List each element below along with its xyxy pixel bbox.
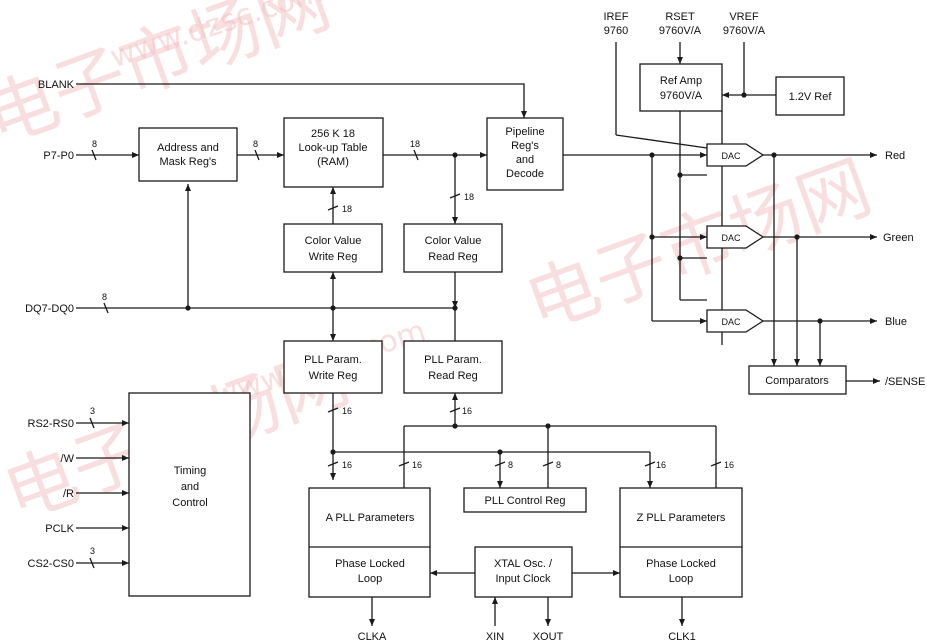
pipeline-label-4: Decode <box>506 168 544 180</box>
label-vref-2: 9760V/A <box>723 25 766 37</box>
bw-pll-read: 16 <box>462 406 472 416</box>
bw-cv-write: 18 <box>342 204 352 214</box>
lut-label-2: Look-up Table <box>299 142 368 154</box>
dac-red-label: DAC <box>721 151 741 161</box>
wires <box>76 42 880 626</box>
pipeline-label-3: and <box>516 154 534 166</box>
cv-read-label-2: Read Reg <box>428 251 478 263</box>
xtal-block: XTAL Osc. / Input Clock <box>474 546 573 598</box>
label-dq: DQ7-DQ0 <box>25 303 74 315</box>
pll-read-label-1: PLL Param. <box>424 354 482 366</box>
pipeline-block: Pipeline Reg's and Decode <box>486 117 564 191</box>
label-rset-2: 9760V/A <box>659 25 702 37</box>
timing-label-2: and <box>181 481 199 493</box>
dac-green-label: DAC <box>721 233 741 243</box>
label-vref-1: VREF <box>729 11 759 23</box>
label-iref-2: 9760 <box>604 25 628 37</box>
lookup-table-block: 256 K 18 Look-up Table (RAM) <box>283 117 384 188</box>
pll-read-label-2: Read Reg <box>428 370 478 382</box>
lut-label-1: 256 K 18 <box>311 128 355 140</box>
xtal-label-1: XTAL Osc. / <box>494 558 553 570</box>
bw-cs-bus: 3 <box>90 546 95 556</box>
label-clk1: CLK1 <box>668 631 696 643</box>
lut-label-3: (RAM) <box>317 156 349 168</box>
bw-addr-out: 8 <box>253 139 258 149</box>
bw-a-params2: 16 <box>412 460 422 470</box>
z-pll-block: Z PLL Parameters Phase Locked Loop <box>619 487 743 598</box>
a-pll-loop-label-1: Phase Locked <box>335 558 405 570</box>
a-pll-block: A PLL Parameters Phase Locked Loop <box>308 487 431 598</box>
ref-amp-label-2: 9760V/A <box>660 90 703 102</box>
color-value-read-block: Color Value Read Reg <box>403 223 503 273</box>
dac-blue-label: DAC <box>721 317 741 327</box>
label-pclk: PCLK <box>45 523 74 535</box>
address-mask-label-2: Mask Reg's <box>159 156 217 168</box>
pll-write-label-1: PLL Param. <box>304 354 362 366</box>
ref-amp-label-1: Ref Amp <box>660 75 702 87</box>
bw-ctrl-b: 8 <box>556 460 561 470</box>
bw-a-params: 16 <box>342 460 352 470</box>
label-rset-1: RSET <box>665 11 695 23</box>
xtal-label-2: Input Clock <box>495 573 551 585</box>
bw-cv-read: 18 <box>464 192 474 202</box>
address-mask-block: Address and Mask Reg's <box>138 127 238 182</box>
a-pll-params-label: A PLL Parameters <box>326 512 415 524</box>
pipeline-label-2: Reg's <box>511 140 539 152</box>
bw-z-params2: 16 <box>724 460 734 470</box>
pll-param-read-block: PLL Param. Read Reg <box>403 340 503 394</box>
label-xout: XOUT <box>533 631 564 643</box>
bw-pll-write: 16 <box>342 406 352 416</box>
ref-12v-block: 1.2V Ref <box>775 76 845 116</box>
dac-red: DAC <box>706 143 765 167</box>
label-blue: Blue <box>885 316 907 328</box>
bw-ctrl-a: 8 <box>508 460 513 470</box>
timing-label-3: Control <box>172 497 207 509</box>
comparators-block: Comparators <box>748 365 847 395</box>
dac-blue: DAC <box>706 309 765 333</box>
label-r: /R <box>63 488 74 500</box>
bw-lut-out: 18 <box>410 139 420 149</box>
label-rs: RS2-RS0 <box>28 418 74 430</box>
label-cs: CS2-CS0 <box>28 558 74 570</box>
pipeline-label-1: Pipeline <box>505 126 544 138</box>
pll-control-label: PLL Control Reg <box>485 495 566 507</box>
bw-dq-bus: 8 <box>102 292 107 302</box>
timing-control-block: Timing and Control <box>128 392 251 597</box>
signal-labels: BLANK P7-P0 DQ7-DQ0 RS2-RS0 /W /R PCLK C… <box>25 11 925 643</box>
cv-write-label-2: Write Reg <box>309 251 358 263</box>
cv-read-label-1: Color Value <box>425 235 482 247</box>
label-green: Green <box>883 232 914 244</box>
label-sense: /SENSE <box>885 376 925 388</box>
a-pll-loop-label-2: Loop <box>358 573 382 585</box>
ref-amp-block: Ref Amp 9760V/A <box>639 63 723 112</box>
z-pll-loop-label-1: Phase Locked <box>646 558 716 570</box>
label-p-in: P7-P0 <box>43 150 74 162</box>
label-clka: CLKA <box>358 631 387 643</box>
bus-width-labels: 8 8 18 18 18 8 3 3 16 16 16 16 8 8 16 16 <box>90 139 734 556</box>
comparators-label: Comparators <box>765 375 829 387</box>
label-xin: XIN <box>486 631 504 643</box>
pll-write-label-2: Write Reg <box>309 370 358 382</box>
z-pll-loop-label-2: Loop <box>669 573 693 585</box>
label-red: Red <box>885 150 905 162</box>
pll-control-block: PLL Control Reg <box>463 487 587 513</box>
timing-label-1: Timing <box>174 465 207 477</box>
bw-p-bus: 8 <box>92 139 97 149</box>
dac-green: DAC <box>706 225 765 249</box>
label-iref-1: IREF <box>603 11 628 23</box>
label-w: /W <box>61 453 75 465</box>
label-blank: BLANK <box>38 79 75 91</box>
bw-rs-bus: 3 <box>90 406 95 416</box>
z-pll-params-label: Z PLL Parameters <box>637 512 726 524</box>
bw-z-params: 16 <box>656 460 666 470</box>
cv-write-label-1: Color Value <box>305 235 362 247</box>
pll-param-write-block: PLL Param. Write Reg <box>283 340 383 394</box>
color-value-write-block: Color Value Write Reg <box>283 223 383 273</box>
address-mask-label-1: Address and <box>157 142 219 154</box>
ref-12v-label: 1.2V Ref <box>789 91 833 103</box>
